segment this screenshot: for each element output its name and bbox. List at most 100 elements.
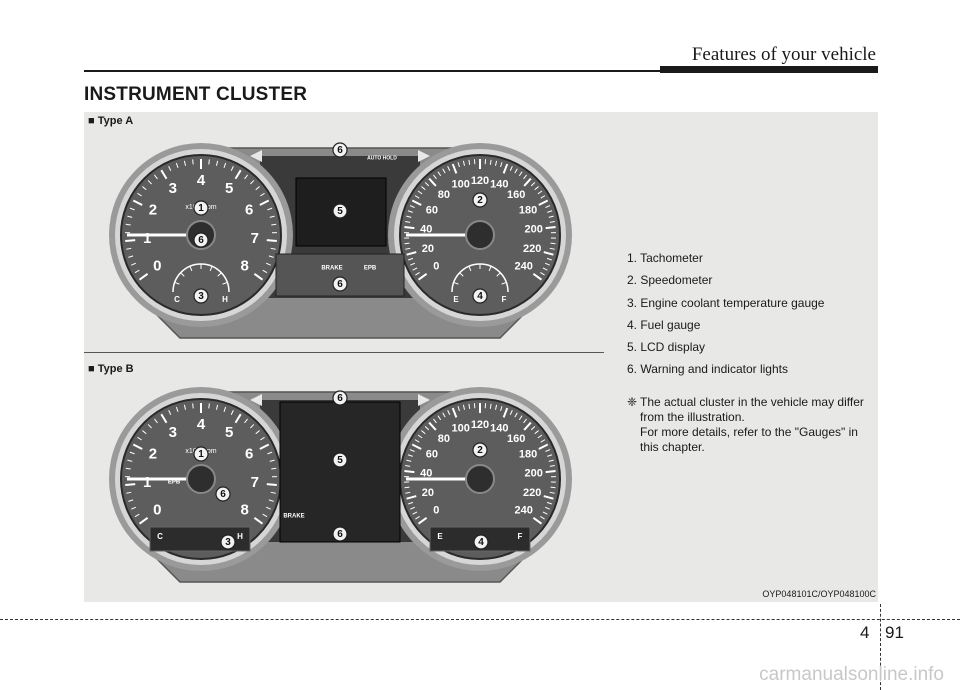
sub-gauge-tick [180,272,185,277]
sub-gauge-tick [468,266,472,272]
gauge-hub [465,464,495,494]
callout-marker [332,203,348,219]
brake-warning-text: BRAKE [283,514,304,520]
sub-gauge-label: C [174,295,180,304]
gauge-tick [415,515,420,520]
gauge-tick [131,262,137,266]
gauge-tick [546,501,552,505]
gauge-label: 120 [471,419,489,431]
gauge-tick [544,262,550,266]
gauge-tick [523,421,532,431]
gauge-label: 200 [525,223,543,235]
gauge-tick [255,430,260,435]
gauge-tick [417,272,428,281]
gauge-tick [549,247,555,250]
gauge-label: 140 [490,422,508,434]
gauge-tick [137,436,142,441]
gauge-tick [125,239,136,242]
gauge-tick [405,465,411,467]
gauge-tick [447,410,451,415]
gauge-tick [407,454,413,457]
note-text-line: from the illustration. [640,410,745,424]
gauge-label: 2 [149,445,157,462]
gauge-tick [269,459,275,462]
gauge-hub [186,464,216,494]
callout-marker [332,452,348,468]
gauge-tick [147,424,152,429]
gauge-label: 40 [420,223,432,235]
legend-item: 6. Warning and indicator lights [627,362,788,377]
gauge-tick [253,272,264,281]
epb-indicator-text: EPB [168,480,181,486]
gauge-tick [532,272,543,281]
gauge-label: 4 [197,172,206,189]
gauge-tick [270,491,276,494]
note-mark-icon: ❈ [627,395,638,409]
gauge-tick [414,195,420,199]
gauge-tick [545,449,551,452]
callout-marker [332,526,348,542]
callout-number: 3 [198,291,204,302]
gauge-tick [489,403,492,409]
gauge-tick [223,406,227,412]
watermark: carmanualsonline.info [759,664,944,685]
gauge-tick [168,410,172,415]
turn-right-icon [418,394,430,406]
gauge-tick [542,511,548,515]
gauge-tick [451,407,458,418]
turn-right-icon [418,150,430,162]
callout-number: 6 [337,529,343,540]
gauge-tick [538,443,549,450]
gauge-tick [255,186,260,191]
gauge-tick [538,199,549,206]
temp-bar-gauge [149,526,251,552]
callout-number: 1 [198,449,204,460]
sub-gauge-tick [174,281,180,285]
sub-gauge-label: E [453,295,459,304]
gauge-tick [417,516,428,525]
gauge-tick [129,207,135,211]
gauge-tick [405,247,411,250]
gauge-tick [134,269,140,274]
gauge-label: 60 [426,448,438,460]
gauge-label: 0 [153,258,161,275]
gauge-tick [183,404,186,410]
gauge-tick [268,499,274,502]
section-title: INSTRUMENT CLUSTER [84,84,308,105]
page-number: 91 [885,623,904,642]
gauge-tick [409,205,415,208]
sub-gauge-label: H [222,295,228,304]
legend-item: 3. Engine coolant temperature gauge [627,295,825,310]
gauge-tick [428,177,437,187]
gauge-tick [408,501,414,505]
gauge-label: 0 [433,505,439,517]
gauge-label: 6 [245,445,253,462]
gauge-tick [406,495,417,500]
legend-item: 1. Tachometer [627,251,703,265]
gauge-tick [514,412,518,418]
gauge-label: 240 [515,505,533,517]
gauge-tick [260,436,265,441]
gauge-tick [468,403,471,409]
gauge-tick [266,483,277,486]
gauge-tick [234,413,242,424]
gauge-label: 160 [507,433,525,445]
gauge-tick [411,199,422,206]
note-text-line: For more details, refer to the "Gauges" … [640,425,858,439]
legend-item: 2. Speedometer [627,273,713,288]
gauge-tick [433,418,437,424]
sub-gauge-label: C [157,532,163,541]
gauge-tick [523,418,527,424]
gauge-label: 6 [245,201,253,218]
gauge-tick [132,199,143,206]
gauge-tick [530,426,536,431]
gauge-tick [138,516,149,525]
gauge-tick [404,226,415,230]
gauge-label: 180 [519,448,537,460]
gauge-tick [132,443,143,450]
gauge-label: 60 [426,204,438,216]
legend-list: 1. Tachometer 2. Speedometer 3. Engine c… [627,247,879,381]
gauge-tick [414,439,420,443]
gauge-tick [495,404,498,410]
gauge-label: 5 [225,180,233,197]
